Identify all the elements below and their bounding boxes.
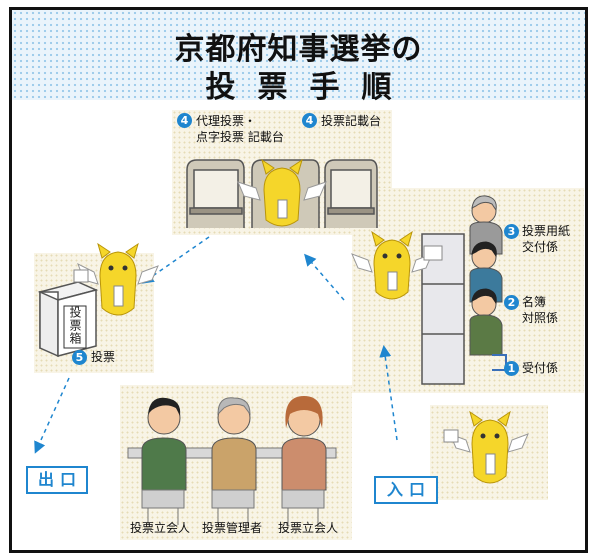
ballot-box-label: 投票箱 — [68, 306, 82, 345]
step-2-label-line1: 名簿 — [522, 295, 547, 309]
exit-sign: 出口 — [26, 466, 88, 494]
step-3-badge: 3 — [504, 224, 519, 239]
seated-officials-icon — [127, 396, 337, 525]
step-4b-label: 投票記載台 — [321, 114, 382, 128]
official-label-left: 投票立会人 — [130, 521, 191, 535]
step-4a-badge: 4 — [177, 113, 192, 128]
mascot-ballot-icon — [73, 242, 159, 316]
mascot-entrance-icon — [443, 410, 529, 484]
arrow-to-exit — [34, 377, 70, 454]
mascot-reception-icon — [351, 230, 443, 300]
step-4b-badge: 4 — [302, 113, 317, 128]
step-5-label: 投票 — [91, 350, 116, 364]
title-band — [12, 10, 585, 100]
step-2-label-line2: 対照係 — [522, 311, 559, 325]
step-3-label-line2: 交付係 — [522, 240, 559, 254]
step-4a-label-line1: 代理投票・ — [196, 114, 257, 128]
official-label-center: 投票管理者 — [202, 521, 263, 535]
diagram-frame: 京都府知事選挙の 投票手順 — [9, 7, 588, 553]
step-5-badge: 5 — [72, 350, 87, 365]
title-line-2: 投票手順 — [205, 70, 414, 105]
arrow-entrance-to-mascot — [379, 345, 398, 441]
step-1-label: 受付係 — [522, 361, 559, 375]
entrance-sign: 入口 — [374, 476, 438, 504]
step-1-badge: 1 — [504, 361, 519, 376]
desk-officials-icon — [469, 195, 507, 371]
ballot-box-icon — [37, 281, 99, 358]
arrow-to-booth — [304, 253, 345, 301]
step-3-label-line1: 投票用紙 — [522, 224, 571, 238]
official-label-right: 投票立会人 — [278, 521, 339, 535]
title-line-1: 京都府知事選挙の — [174, 32, 423, 67]
step-4a-label-line2: 点字投票 記載台 — [196, 130, 284, 144]
step-2-badge: 2 — [504, 295, 519, 310]
mascot-booth-icon — [237, 158, 327, 227]
illustration-layer — [34, 158, 529, 525]
